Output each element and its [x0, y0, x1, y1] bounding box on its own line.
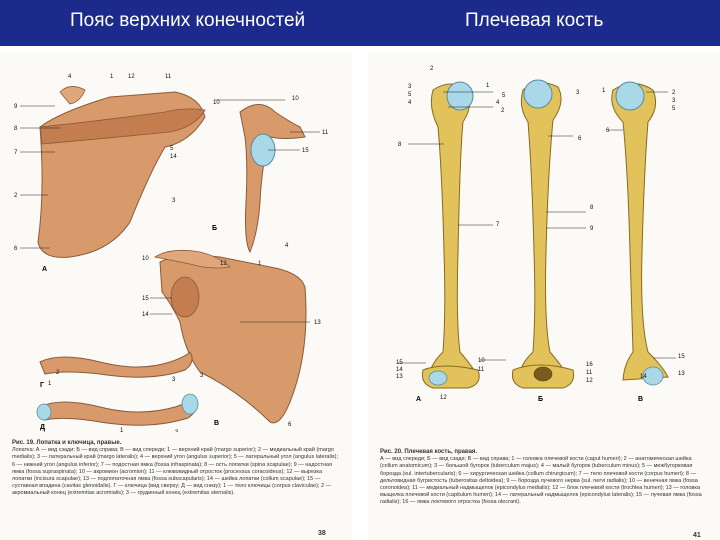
caption-title: Рис. 19. Лопатка и ключица, правые.: [12, 440, 122, 446]
svg-text:4: 4: [68, 74, 72, 80]
svg-text:12: 12: [220, 261, 227, 267]
svg-text:13: 13: [396, 374, 403, 380]
humerus-leader-lines: [398, 91, 676, 364]
svg-text:4: 4: [408, 100, 412, 106]
svg-text:6: 6: [14, 246, 18, 252]
svg-text:11: 11: [478, 367, 485, 373]
svg-text:11: 11: [586, 370, 593, 376]
humerus-caption-title: Рис. 20. Плечевая кость, правая.: [380, 449, 478, 455]
humerus-figure-caption: Рис. 20. Плечевая кость, правая. А — вид…: [380, 449, 710, 507]
svg-text:2: 2: [501, 108, 505, 114]
svg-text:12: 12: [586, 378, 593, 384]
svg-text:15: 15: [678, 354, 685, 360]
svg-text:5: 5: [502, 93, 506, 99]
figure-caption: Рис. 19. Лопатка и ключица, правые. Лопа…: [12, 440, 342, 498]
slide-header: Пояс верхних конечностей Плечевая кость: [0, 0, 720, 46]
humerus-page-number: 41: [693, 532, 701, 539]
view-label-d: Д: [40, 424, 45, 431]
svg-text:10: 10: [478, 358, 485, 364]
svg-text:8: 8: [398, 142, 402, 148]
svg-text:12: 12: [128, 74, 135, 80]
svg-text:3: 3: [200, 373, 204, 379]
svg-text:1: 1: [486, 83, 490, 89]
svg-text:3: 3: [172, 377, 176, 383]
svg-text:2: 2: [42, 430, 46, 432]
svg-text:2: 2: [14, 193, 18, 199]
svg-text:2: 2: [672, 90, 676, 96]
right-slide-title: Плечевая кость: [465, 10, 604, 31]
svg-text:7: 7: [496, 222, 500, 228]
svg-text:16: 16: [586, 362, 593, 368]
svg-text:1: 1: [110, 74, 114, 80]
humerus-view-label-b: Б: [538, 396, 544, 403]
svg-text:14: 14: [170, 154, 177, 160]
svg-text:1: 1: [258, 261, 262, 267]
scapula-lateral-view: [239, 104, 306, 254]
humerus-lateral-view: [611, 81, 669, 386]
svg-text:7: 7: [14, 150, 18, 156]
humerus-view-label-v: В: [638, 396, 644, 403]
svg-text:11: 11: [322, 130, 329, 136]
view-label-g: Г: [40, 382, 44, 389]
svg-text:3: 3: [408, 84, 412, 90]
svg-text:3: 3: [576, 90, 580, 96]
svg-text:10: 10: [292, 96, 299, 102]
svg-text:15: 15: [396, 360, 403, 366]
svg-text:14: 14: [396, 367, 403, 373]
svg-text:3: 3: [175, 430, 179, 432]
svg-text:14: 14: [640, 374, 647, 380]
left-slide-title: Пояс верхних конечностей: [70, 10, 306, 31]
svg-text:1: 1: [120, 428, 124, 432]
svg-text:3: 3: [172, 198, 176, 204]
caption-text: Лопатка: А — вид сзади; Б — вид справа; …: [12, 447, 339, 497]
svg-text:2: 2: [430, 66, 434, 72]
svg-text:13: 13: [678, 371, 685, 377]
svg-text:10: 10: [213, 100, 220, 106]
view-label-b: Б: [212, 225, 218, 232]
svg-text:4: 4: [285, 243, 289, 249]
svg-text:15: 15: [142, 296, 149, 302]
svg-text:11: 11: [165, 74, 172, 80]
clavicle-inferior-view: [36, 393, 199, 426]
svg-text:5: 5: [408, 92, 412, 98]
leader-lines: [20, 99, 320, 323]
svg-text:10: 10: [142, 256, 149, 262]
svg-text:8: 8: [590, 205, 594, 211]
svg-text:14: 14: [142, 312, 149, 318]
svg-text:6: 6: [288, 422, 292, 428]
svg-text:3: 3: [672, 98, 676, 104]
svg-text:13: 13: [314, 320, 321, 326]
svg-text:12: 12: [440, 395, 447, 401]
svg-text:4: 4: [496, 100, 500, 106]
svg-text:1: 1: [48, 381, 52, 387]
svg-text:9: 9: [14, 104, 18, 110]
svg-text:9: 9: [590, 226, 594, 232]
clavicle-superior-view: [39, 351, 193, 378]
page-number: 38: [318, 530, 326, 537]
svg-text:15: 15: [302, 148, 309, 154]
svg-text:8: 8: [14, 126, 18, 132]
view-label-v: В: [214, 420, 220, 427]
svg-text:1: 1: [602, 88, 606, 94]
svg-text:5: 5: [672, 106, 676, 112]
svg-text:2: 2: [56, 370, 60, 376]
svg-text:6: 6: [606, 128, 610, 134]
svg-text:5: 5: [170, 146, 174, 152]
view-label-a: А: [42, 266, 48, 273]
svg-text:6: 6: [578, 136, 582, 142]
humerus-anterior-view: [422, 81, 480, 389]
scapula-anterior-view: [153, 249, 307, 424]
humerus-view-label-a: А: [416, 396, 422, 403]
humerus-caption-text: А — вид спереди; Б — вид сзади; В — вид …: [380, 456, 702, 506]
humerus-posterior-view: [512, 79, 574, 389]
scapula-posterior-view: [37, 86, 206, 258]
